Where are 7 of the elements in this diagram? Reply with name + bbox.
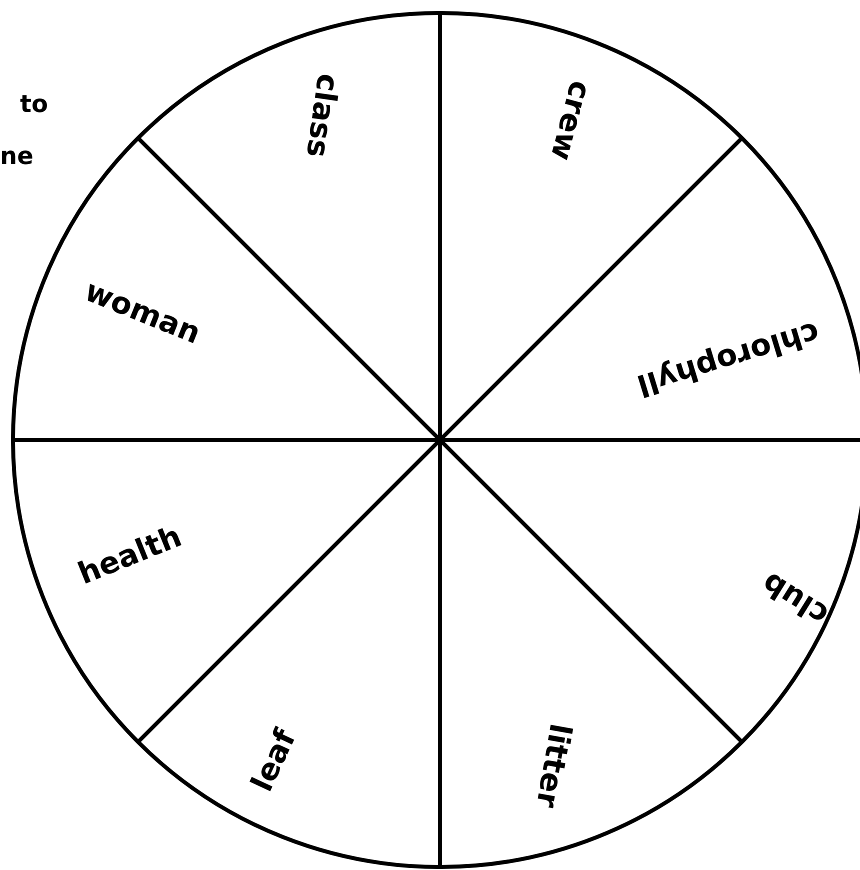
cropped-text: ne [0, 142, 34, 170]
cropped-text: to [20, 90, 48, 118]
segment-label: litter [528, 720, 578, 810]
segment-label: crew [542, 76, 598, 164]
segment-label: leaf [244, 724, 304, 796]
segment-label: class [298, 70, 346, 160]
segment-label: club [756, 564, 834, 632]
